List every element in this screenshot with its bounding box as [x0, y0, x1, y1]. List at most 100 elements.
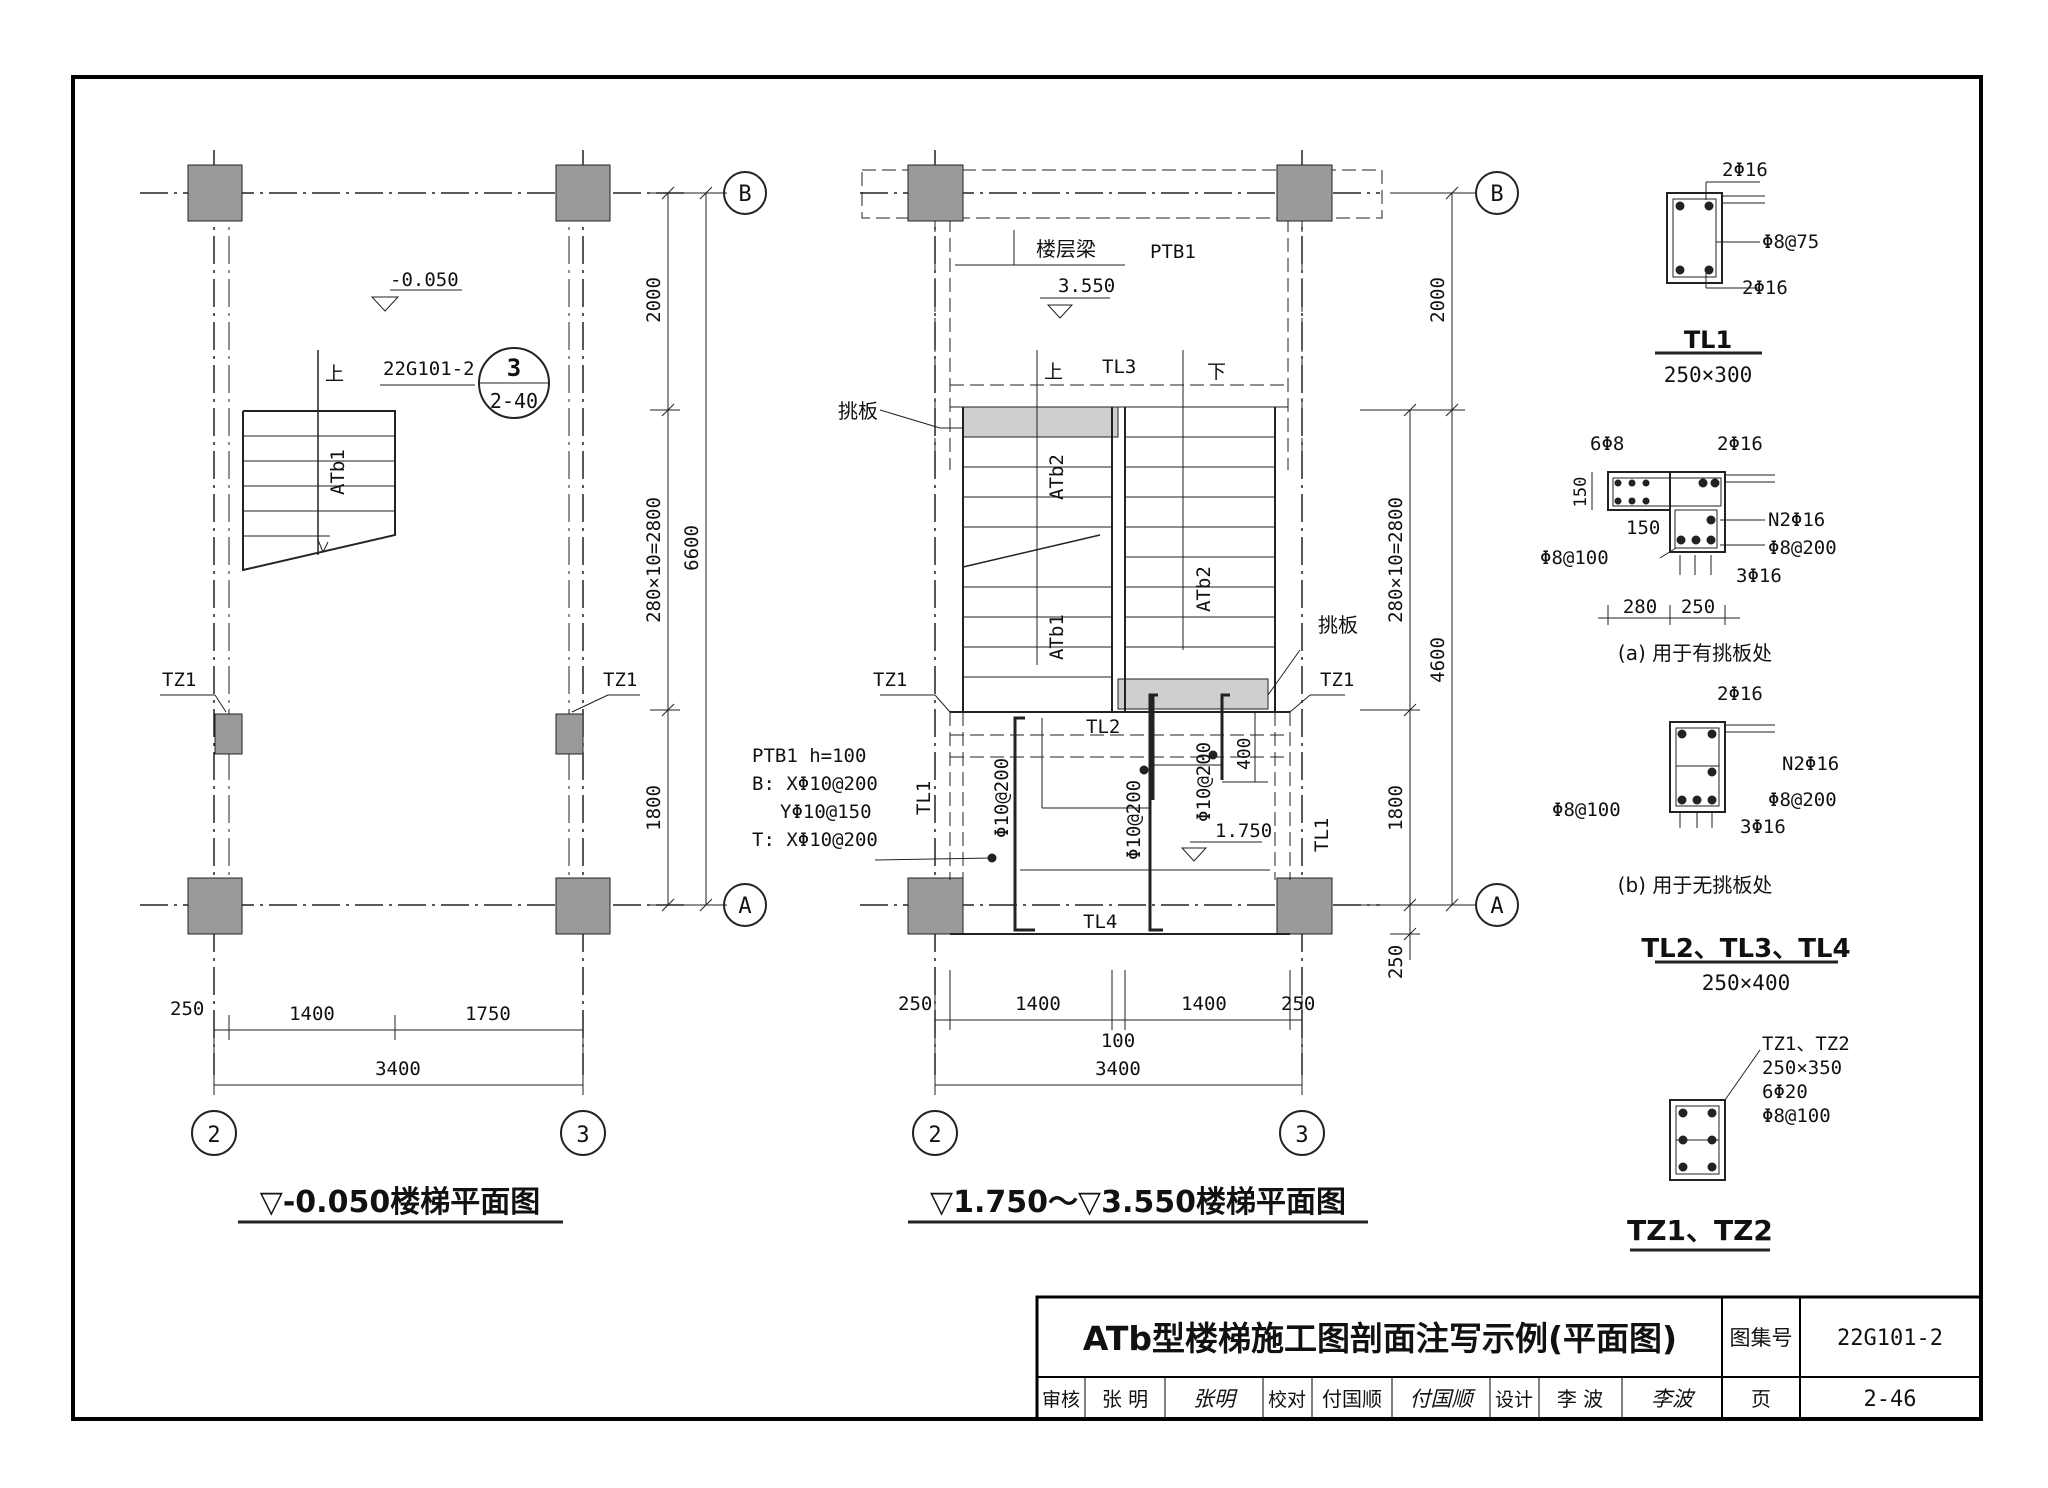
- column: [1276, 877, 1333, 935]
- drawing-title: ATb型楼梯施工图剖面注写示例(平面图): [1083, 1319, 1677, 1358]
- check-label: 校对: [1268, 1389, 1306, 1411]
- tl234-size: 250×400: [1702, 971, 1791, 995]
- tl234-name: TL2、TL3、TL4: [1641, 934, 1850, 964]
- axis-bubble-3: [1279, 1110, 1325, 1156]
- dim-250-right: 250: [1281, 993, 1315, 1015]
- plan-1-text: -0.050 上 22G101-2 3 2-40 ATb1 TZ1 TZ1 20…: [162, 182, 752, 1220]
- rebar-dot: [1628, 497, 1636, 505]
- column: [555, 877, 611, 935]
- axis-label-2: 2: [928, 1123, 941, 1148]
- rebar-dot: [1678, 1162, 1688, 1172]
- break-line: [962, 534, 1101, 568]
- rebar-dot: [1691, 535, 1701, 545]
- tl1-bottom: 2Φ16: [1742, 277, 1788, 299]
- tiaoban-hatch-bottom: [1117, 678, 1269, 710]
- up-label: 上: [1044, 361, 1063, 383]
- designer-signature: 李波: [1651, 1387, 1696, 1411]
- tl2-label: TL2: [1086, 716, 1120, 738]
- up-label: 上: [325, 363, 344, 385]
- rebar-dot: [1642, 479, 1650, 487]
- dim-2000: 2000: [1427, 277, 1449, 323]
- atb2-b-label: ATb2: [1193, 566, 1215, 612]
- stirrup-b: [1674, 509, 1718, 549]
- tz-right-label: TZ1: [1320, 669, 1354, 691]
- axis-label-b: B: [1490, 182, 1503, 207]
- rebar-dot: [1707, 795, 1717, 805]
- ref-detail: 3: [507, 354, 521, 382]
- leader: [571, 694, 609, 713]
- a-stirrup-r: Φ8@200: [1768, 537, 1837, 559]
- level-triangle: [1046, 304, 1074, 319]
- beam-section: [1669, 471, 1726, 553]
- axis-label-a: A: [738, 894, 751, 919]
- rebar-dot: [1628, 479, 1636, 487]
- flight-outline: [242, 410, 396, 572]
- a-stirrup-l: Φ8@100: [1540, 547, 1609, 569]
- dim-100: 100: [1101, 1030, 1135, 1052]
- rebar-bar: [1013, 716, 1035, 932]
- rebar-dot: [1675, 201, 1685, 211]
- rebar-dot: [1208, 750, 1218, 760]
- dim-tick: [1445, 403, 1459, 417]
- a-caption: (a) 用于有挑板处: [1618, 641, 1772, 665]
- axis-bubble-a: [1475, 883, 1519, 927]
- dim-tick: [661, 898, 675, 912]
- column: [907, 877, 964, 935]
- floor-beam: [861, 169, 1383, 219]
- dim-400: 400: [1234, 737, 1255, 770]
- dim-250: 250: [170, 998, 204, 1020]
- rebar-b-label: Φ10@200: [1123, 780, 1145, 860]
- tl1-right-label: TL1: [1311, 818, 1333, 852]
- plan-1-title: ▽-0.050楼梯平面图: [260, 1185, 540, 1220]
- rebar-dot: [1707, 1162, 1717, 1172]
- down-label: 下: [1207, 361, 1226, 383]
- level-label: -0.050: [390, 269, 459, 291]
- dim-2000: 2000: [643, 277, 665, 323]
- title-block-frame: [1035, 1295, 1983, 1421]
- leader: [934, 694, 951, 713]
- rebar-dot: [1706, 515, 1716, 525]
- dim-1400-left: 1400: [1015, 993, 1061, 1015]
- ptb-spec-4: T: XΦ10@200: [752, 829, 878, 851]
- rebar-dot: [1710, 478, 1720, 488]
- tiaoban-hatch-top: [962, 406, 1119, 438]
- tl1-size: 250×300: [1664, 363, 1753, 387]
- dim-tick: [661, 703, 675, 717]
- leader: [1267, 649, 1301, 696]
- level-triangle: [370, 296, 400, 312]
- dim-1400-right: 1400: [1181, 993, 1227, 1015]
- floor-beam-label: 楼层梁: [1036, 237, 1096, 261]
- stirrup: [1675, 765, 1720, 807]
- ref-sheet: 22G101-2: [383, 358, 475, 380]
- leader: [1724, 1049, 1761, 1101]
- tz-line-2: 250×350: [1762, 1057, 1842, 1079]
- b-top: 2Φ16: [1717, 683, 1763, 705]
- leader: [1659, 547, 1677, 559]
- column: [555, 164, 611, 222]
- tiaoban-right-label: 挑板: [1318, 613, 1358, 637]
- reviewer-signature: 张明: [1193, 1387, 1238, 1411]
- leader: [879, 409, 941, 429]
- tl1-left-label: TL1: [913, 781, 935, 815]
- tl1-top: 2Φ16: [1722, 159, 1768, 181]
- axis-label-3: 3: [1295, 1123, 1308, 1148]
- plan-1: [140, 150, 767, 1224]
- dim-tick: [1403, 403, 1417, 417]
- tz-column-left: [214, 713, 243, 755]
- ptb-spec-2: B: XΦ10@200: [752, 773, 878, 795]
- title-block: [1035, 1295, 1983, 1421]
- dim-tick: [661, 403, 675, 417]
- rebar-dot: [1614, 479, 1622, 487]
- tz-column-right: [555, 713, 584, 755]
- axis-label-b: B: [738, 182, 751, 207]
- atb1-label: ATb1: [1046, 614, 1068, 660]
- designer: 李 波: [1557, 1387, 1603, 1411]
- page-no: 2-46: [1864, 1387, 1917, 1412]
- a-w280: 280: [1623, 596, 1657, 618]
- rebar-c-label: Φ10@200: [1193, 742, 1215, 822]
- axis-bubble-2: [191, 1110, 237, 1156]
- dim-2800: 280×10=2800: [643, 497, 665, 623]
- dim-4600: 4600: [1427, 637, 1449, 683]
- rebar-dot: [1677, 729, 1687, 739]
- rebar-dot: [1614, 497, 1622, 505]
